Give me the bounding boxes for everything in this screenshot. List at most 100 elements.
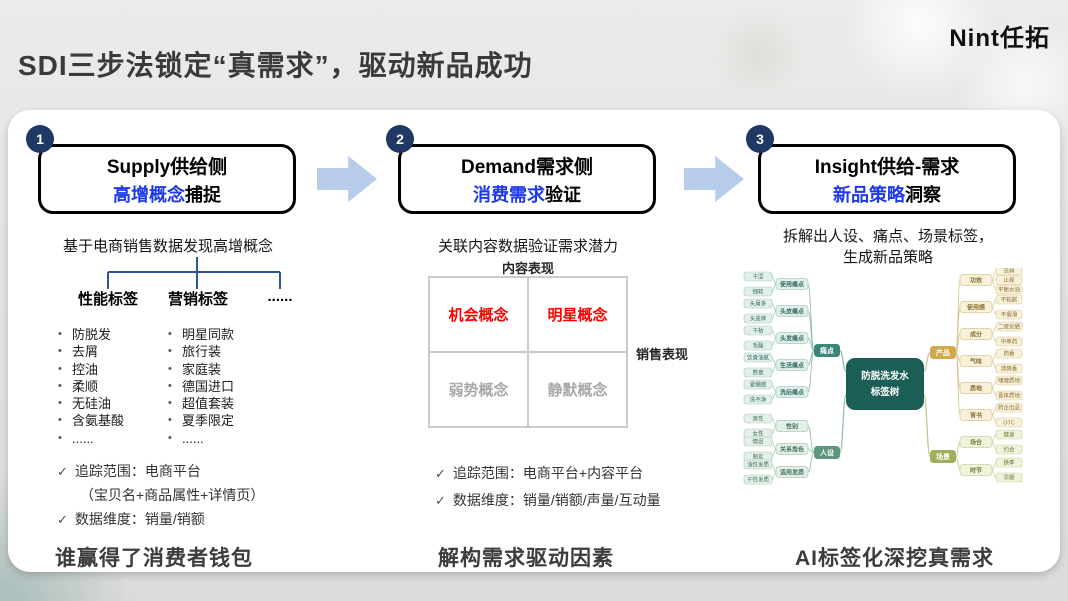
svg-text:防脱洗发水: 防脱洗发水 — [861, 370, 909, 382]
svg-text:干涩: 干涩 — [752, 273, 764, 281]
svg-text:止痒: 止痒 — [1003, 276, 1015, 284]
tag-item: 德国进口 — [168, 378, 234, 396]
svg-text:使用痛点: 使用痛点 — [779, 280, 804, 288]
svg-text:女性: 女性 — [752, 430, 764, 438]
step-subtitle: 新品策略洞察 — [833, 181, 941, 207]
svg-text:干枯: 干枯 — [752, 327, 764, 335]
tag-group-header: 性能标签 — [77, 291, 138, 308]
matrix-right-label: 销售表现 — [636, 347, 689, 362]
svg-text:换季: 换季 — [1003, 459, 1015, 467]
svg-text:平衡水油: 平衡水油 — [998, 286, 1021, 294]
svg-text:不粘腻: 不粘腻 — [1001, 296, 1018, 304]
left-column-footer: 谁赢得了消费者钱包 — [55, 547, 253, 570]
check-icon: ✓ — [435, 466, 446, 481]
svg-text:生活痛点: 生活痛点 — [780, 361, 804, 369]
svg-text:功效: 功效 — [970, 276, 982, 284]
tag-item: 柔顺 — [58, 378, 124, 396]
tag-item: 控油 — [58, 361, 124, 379]
svg-text:药企出品: 药企出品 — [998, 404, 1021, 412]
check-icon: ✓ — [57, 512, 68, 527]
matrix-cell-star: 明星概念 — [529, 278, 626, 351]
svg-text:使用感: 使用感 — [966, 303, 985, 311]
middle-column-footer: 解构需求驱动因素 — [438, 547, 614, 570]
tag-tree-mindmap: 使用痛点干涩细软头皮痛点头屑多头皮痒头发痛点干枯毛躁生活痛点饮食油腻熬夜洗后痛点… — [743, 268, 1023, 485]
svg-text:不假滑: 不假滑 — [1001, 311, 1018, 319]
svg-text:头屑多: 头屑多 — [750, 300, 767, 308]
svg-text:背书: 背书 — [970, 411, 982, 419]
svg-text:中草药: 中草药 — [1001, 338, 1018, 346]
step-number-badge: 1 — [26, 125, 54, 153]
svg-text:药香: 药香 — [1003, 350, 1015, 358]
step-title: Insight供给-需求 — [814, 156, 960, 178]
svg-text:场景: 场景 — [936, 452, 950, 461]
svg-text:痛点: 痛点 — [820, 346, 834, 355]
svg-text:适用发质: 适用发质 — [780, 468, 804, 476]
svg-text:成分: 成分 — [970, 330, 982, 338]
step-title: Demand需求侧 — [461, 156, 593, 178]
tag-item: 含氨基酸 — [58, 412, 124, 430]
svg-text:质地: 质地 — [970, 384, 982, 392]
page-title: SDI三步法锁定“真需求”，驱动新品成功 — [18, 50, 533, 81]
svg-text:约会: 约会 — [1003, 446, 1015, 454]
tag-item: 家庭装 — [168, 361, 234, 379]
tag-item: 防脱发 — [58, 326, 124, 344]
matrix-cell-silent: 静默概念 — [529, 353, 626, 426]
svg-text:关系角色: 关系角色 — [780, 445, 804, 453]
tag-item: 无硅油 — [58, 395, 124, 413]
step-subtitle: 消费需求验证 — [473, 181, 581, 207]
check-sub-note: （宝贝名+商品属性+详情页） — [80, 487, 265, 503]
step-subtitle-highlight: 高增概念 — [113, 184, 185, 205]
brand-logo: Nint任拓 — [949, 25, 1050, 52]
matrix-cell-weak: 弱势概念 — [430, 353, 527, 426]
tag-item: ...... — [168, 430, 234, 448]
step-subtitle-rest: 验证 — [545, 184, 581, 205]
tag-item: 明星同款 — [168, 326, 234, 344]
step-subtitle-highlight: 新品策略 — [833, 184, 905, 205]
svg-text:气味: 气味 — [969, 357, 982, 365]
svg-text:二硫化硒: 二硫化硒 — [998, 323, 1021, 331]
step-subtitle-rest: 捕捉 — [185, 184, 221, 205]
svg-text:健身: 健身 — [1003, 431, 1015, 439]
tag-item: 去屑 — [58, 343, 124, 361]
svg-text:OTC: OTC — [1003, 421, 1015, 427]
tag-group-header: ...... — [267, 288, 293, 305]
step-number-badge: 2 — [386, 125, 414, 153]
svg-text:男性: 男性 — [752, 415, 764, 423]
step-title: Supply供给侧 — [106, 156, 228, 178]
step-subtitle-rest: 洞察 — [905, 184, 941, 205]
svg-text:头皮痛点: 头皮痛点 — [780, 307, 804, 315]
svg-text:洗后痛点: 洗后痛点 — [780, 388, 804, 396]
svg-text:啫喱质地: 啫喱质地 — [998, 377, 1021, 385]
check-row: ✓数据维度：销量/销额 — [57, 511, 205, 527]
check-row: ✓追踪范围：电商平台 — [57, 463, 201, 479]
check-row: ✓追踪范围：电商平台+内容平台 — [435, 465, 644, 481]
matrix-top-label: 内容表现 — [501, 261, 554, 276]
svg-text:孕期: 孕期 — [1003, 475, 1015, 482]
svg-text:膏体质地: 膏体质地 — [998, 392, 1021, 400]
svg-text:饮食油腻: 饮食油腻 — [747, 354, 770, 362]
check-icon: ✓ — [57, 464, 68, 479]
step-caption: 基于电商销售数据发现高增概念 — [62, 238, 273, 255]
svg-text:朋友: 朋友 — [752, 453, 764, 461]
tag-item: 旅行装 — [168, 343, 234, 361]
check-row: ✓数据维度：销量/销额/声量/互动量 — [435, 492, 661, 508]
svg-text:场合: 场合 — [970, 438, 983, 446]
svg-text:细软: 细软 — [752, 288, 764, 296]
svg-text:人设: 人设 — [820, 448, 835, 457]
svg-text:洗不净: 洗不净 — [750, 396, 767, 404]
svg-text:产品: 产品 — [936, 348, 950, 357]
svg-text:性别: 性别 — [785, 422, 798, 430]
svg-text:头发痛点: 头发痛点 — [780, 334, 804, 342]
svg-text:干性发质: 干性发质 — [747, 476, 770, 484]
performance-tag-list: 防脱发 去屑 控油 柔顺 无硅油 含氨基酸 ...... — [58, 326, 124, 447]
step-box-demand: 2 Demand需求侧 消费需求验证 — [386, 125, 656, 214]
tag-item: 超值套装 — [168, 395, 234, 413]
check-icon: ✓ — [435, 493, 446, 508]
step-box-supply: 1 Supply供给侧 高增概念捕捉 — [26, 125, 296, 214]
svg-text:熬夜: 熬夜 — [752, 369, 764, 377]
svg-text:去屑: 去屑 — [1003, 268, 1014, 275]
step-subtitle-highlight: 消费需求 — [473, 184, 545, 205]
marketing-tag-list: 明星同款 旅行装 家庭装 德国进口 超值套装 夏季限定 ...... — [168, 326, 234, 447]
tag-tree-connector — [107, 257, 281, 289]
